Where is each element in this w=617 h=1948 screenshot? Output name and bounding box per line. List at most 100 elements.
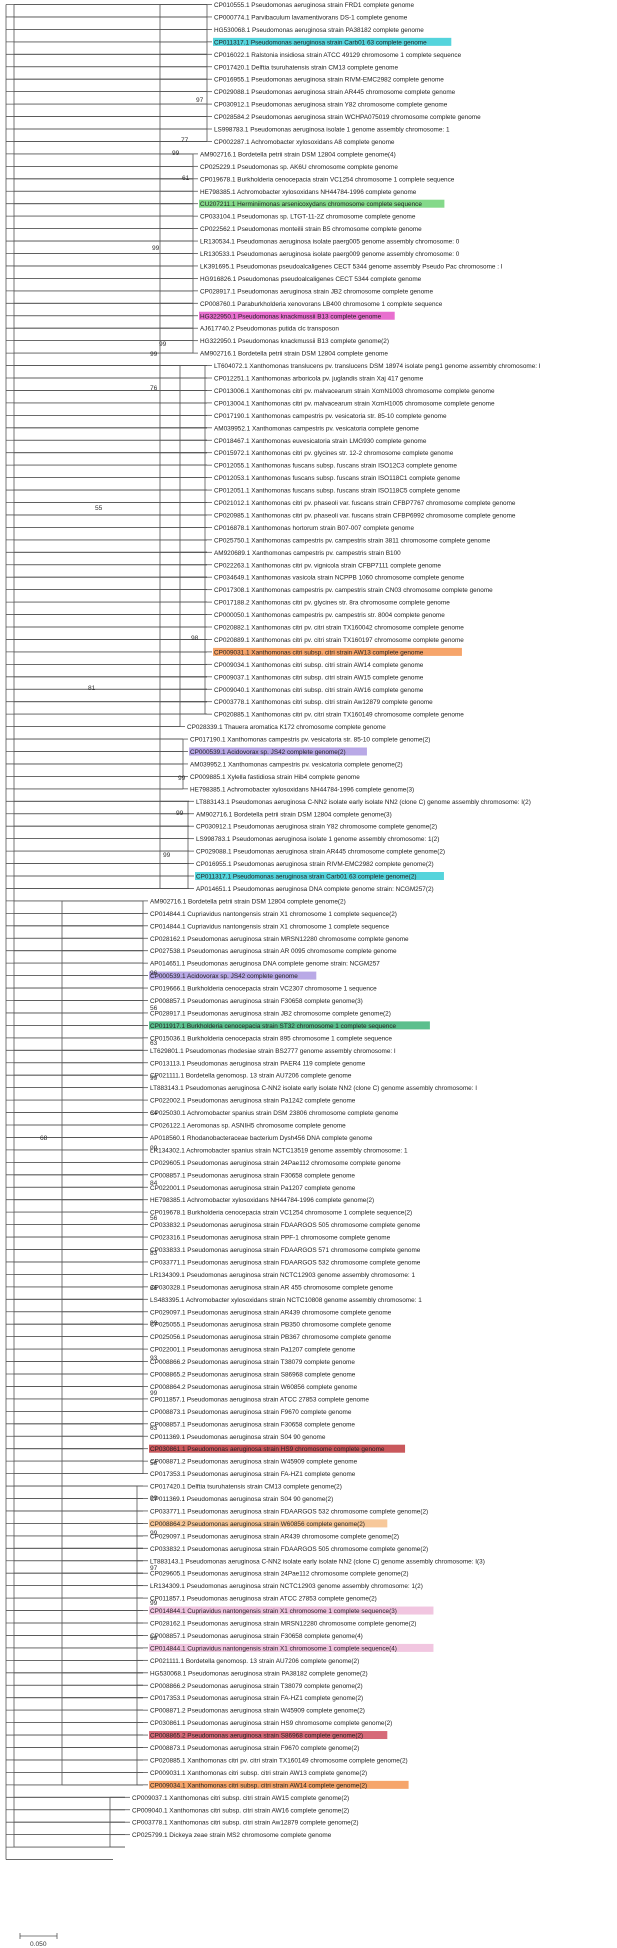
leaf-label: CP013006.1 Xanthomonas citri pv. malvace… (214, 388, 495, 395)
leaf-label: AP014651.1 Pseudomonas aeruginosa DNA co… (150, 961, 380, 968)
leaf-label: CP029605.1 Pseudomonas aeruginosa strain… (150, 1571, 409, 1578)
leaf-label: HG322950.1 Pseudomonas knackmussii B13 c… (200, 338, 389, 345)
bootstrap-value: 98 (191, 635, 199, 642)
leaf-label: LR134309.1 Pseudomonas aeruginosa strain… (150, 1583, 423, 1590)
leaf-label: AJ617740.2 Pseudomonas putida clc transp… (200, 326, 339, 333)
leaf-label: CP028917.1 Pseudomonas aeruginosa strain… (150, 1010, 391, 1017)
leaf-label: AM902716.1 Bordetella petrii strain DSM … (150, 898, 346, 905)
leaf-labels: CP010555.1 Pseudomonas aeruginosa strain… (132, 2, 541, 1839)
highlight-band (149, 1643, 434, 1652)
leaf-label: LR134309.1 Pseudomonas aeruginosa strain… (150, 1272, 415, 1279)
highlight-band (149, 1021, 430, 1030)
bootstrap-value: 86 (150, 1285, 158, 1292)
bootstrap-labels: 9777996199999976559881999999689656639964… (40, 97, 204, 1642)
scale-bar-label: 0.050 (30, 1941, 47, 1948)
leaf-label: CP020985.1 Xanthomonas citri pv. phaseol… (214, 512, 516, 519)
leaf-label: CP027538.1 Pseudomonas aeruginosa strain… (150, 948, 397, 955)
leaf-label: CP011369.1 Pseudomonas aeruginosa strain… (150, 1434, 326, 1441)
bootstrap-value: 55 (95, 505, 103, 512)
leaf-label: LS998783.1 Pseudomonas aeruginosa isolat… (214, 127, 450, 134)
leaf-label: CP000774.1 Parvibaculum lavamentivorans … (214, 14, 408, 21)
leaf-label: LK391695.1 Pseudomonas pseudoalcaligenes… (200, 263, 503, 270)
leaf-label: CP017420.1 Delftia tsuruhatensis strain … (214, 64, 398, 71)
leaf-label: CP022562.1 Pseudomonas monteilii strain … (200, 226, 422, 233)
leaf-label: AM902716.1 Bordetella petrii strain DSM … (200, 351, 388, 358)
leaf-label: LT883143.1 Pseudomonas aeruginosa C-NN2 … (196, 799, 531, 806)
bootstrap-value: 84 (150, 1180, 158, 1187)
leaf-label: LR130534.1 Pseudomonas aeruginosa isolat… (200, 239, 460, 246)
leaf-label: CP009037.1 Xanthomonas citri subsp. citr… (214, 674, 424, 681)
leaf-label: CP016878.1 Xanthomonas hortorum strain B… (214, 525, 414, 532)
leaf-label: CP033832.1 Pseudomonas aeruginosa strain… (150, 1222, 421, 1229)
leaf-label: CP018467.1 Xanthomonas euvesicatoria str… (214, 438, 427, 445)
leaf-label: CP022001.1 Pseudomonas aeruginosa strain… (150, 1185, 356, 1192)
bootstrap-value: 99 (150, 351, 158, 358)
leaf-label: CP009031.1 Xanthomonas citri subsp. citr… (214, 649, 424, 656)
leaf-label: CP017420.1 Delftia tsuruhatensis strain … (150, 1484, 342, 1491)
leaf-label: CP023316.1 Pseudomonas aeruginosa strain… (150, 1235, 391, 1242)
leaf-label: CP028584.2 Pseudomonas aeruginosa strain… (214, 114, 481, 121)
leaf-label: CP000539.1 Acidovorax sp. JS42 complete … (150, 973, 298, 980)
leaf-label: CP008864.2 Pseudomonas aeruginosa strain… (150, 1521, 365, 1528)
leaf-label: AM039952.1 Xanthomonas campestris pv. ve… (190, 761, 403, 768)
leaf-label: CP028339.1 Thauera aromatica K172 chromo… (187, 724, 386, 731)
bootstrap-value: 99 (150, 1145, 158, 1152)
bootstrap-value: 56 (150, 1005, 158, 1012)
leaf-label: CP011317.1 Pseudomonas aeruginosa strain… (196, 874, 417, 881)
bootstrap-value: 97 (150, 1565, 158, 1572)
leaf-label: CP034649.1 Xanthomonas vasicola strain N… (214, 575, 465, 582)
leaf-label: HG916826.1 Pseudomonas pseudoalcaligenes… (200, 276, 422, 283)
leaf-label: CP019678.1 Burkholderia cenocepacia stra… (150, 1210, 412, 1217)
leaf-label: CP008865.2 Pseudomonas aeruginosa strain… (150, 1372, 356, 1379)
bootstrap-value: 99 (150, 1390, 158, 1397)
leaf-label: CP011917.1 Burkholderia cenocepacia stra… (150, 1023, 397, 1030)
leaf-label: CP011857.1 Pseudomonas aeruginosa strain… (150, 1596, 377, 1603)
leaf-label: CP025030.1 Achromobacter spanius strain … (150, 1110, 399, 1117)
leaf-label: CP008857.1 Pseudomonas aeruginosa strain… (150, 1172, 355, 1179)
leaf-label: AM039952.1 Xanthomonas campestris pv. ve… (214, 425, 419, 432)
leaf-label: CP020882.1 Xanthomonas citri pv. citri s… (214, 625, 464, 632)
leaf-label: CP029088.1 Pseudomonas aeruginosa strain… (214, 89, 456, 96)
bootstrap-value: 96 (150, 970, 158, 977)
leaf-label: CP017190.1 Xanthomonas campestris pv. ve… (214, 413, 447, 420)
leaf-label: CP014844.1 Cupriavidus nantongensis stra… (150, 1608, 397, 1615)
bootstrap-value: 99 (150, 1530, 158, 1537)
leaf-label: CP022263.1 Xanthomonas citri pv. vignico… (214, 562, 441, 569)
leaf-label: CP021111.1 Bordetella genomosp. 13 strai… (150, 1073, 352, 1080)
leaf-label: CP030912.1 Pseudomonas aeruginosa strain… (214, 102, 448, 109)
leaf-label: CP017188.2 Xanthomonas citri pv. glycine… (214, 600, 450, 607)
leaf-label: CP013113.1 Pseudomonas aeruginosa strain… (150, 1060, 366, 1067)
leaf-label: CP025055.1 Pseudomonas aeruginosa strain… (150, 1322, 392, 1329)
highlight-band (149, 1519, 388, 1528)
highlight-band (149, 1731, 388, 1740)
bootstrap-value: 99 (176, 810, 184, 817)
leaf-label: CP033771.1 Pseudomonas aeruginosa strain… (150, 1259, 421, 1266)
bootstrap-value: 99 (172, 150, 180, 157)
leaf-label: AM902716.1 Bordetella petrii strain DSM … (196, 811, 392, 818)
highlight-band (149, 1444, 406, 1453)
bootstrap-value: 77 (181, 137, 189, 144)
leaf-label: CP030861.1 Pseudomonas aeruginosa strain… (150, 1720, 392, 1727)
bootstrap-value: 99 (152, 245, 160, 252)
leaf-label: CP029097.1 Pseudomonas aeruginosa strain… (150, 1309, 392, 1316)
leaf-highlights (149, 37, 462, 1789)
leaf-label: CP009034.1 Xanthomonas citri subsp. citr… (214, 662, 424, 669)
leaf-label: AM902716.1 Bordetella petrii strain DSM … (200, 151, 396, 158)
leaf-label: HE798385.1 Achromobacter xylosoxidans NH… (190, 786, 414, 793)
leaf-label: HG530068.1 Pseudomonas aeruginosa strain… (150, 1670, 368, 1677)
bootstrap-value: 99 (150, 1320, 158, 1327)
leaf-label: CP016955.1 Pseudomonas aeruginosa strain… (214, 77, 444, 84)
leaf-label: CP030328.1 Pseudomonas aeruginosa strain… (150, 1284, 393, 1291)
leaf-label: CP011317.1 Pseudomonas aeruginosa strain… (214, 39, 427, 46)
leaf-label: CP002287.1 Achromobacter xylosoxidans A8… (214, 139, 395, 146)
leaf-label: CP008865.2 Pseudomonas aeruginosa strain… (150, 1733, 363, 1740)
bootstrap-value: 97 (196, 97, 204, 104)
leaf-label: CP017308.1 Xanthomonas campestris pv. ca… (214, 587, 493, 594)
leaf-label: CP033833.1 Pseudomonas aeruginosa strain… (150, 1247, 421, 1254)
leaf-label: HG322950.1 Pseudomonas knackmussii B13 c… (200, 313, 382, 320)
leaf-label: CP013004.1 Xanthomonas citri pv. malvace… (214, 400, 495, 407)
leaf-label: CP000050.1 Xanthomonas campestris pv. ca… (214, 612, 445, 619)
bootstrap-value: 63 (150, 1425, 158, 1432)
leaf-label: CP016022.1 Ralstonia insidiosa strain AT… (214, 52, 462, 59)
bootstrap-value: 99 (150, 1600, 158, 1607)
